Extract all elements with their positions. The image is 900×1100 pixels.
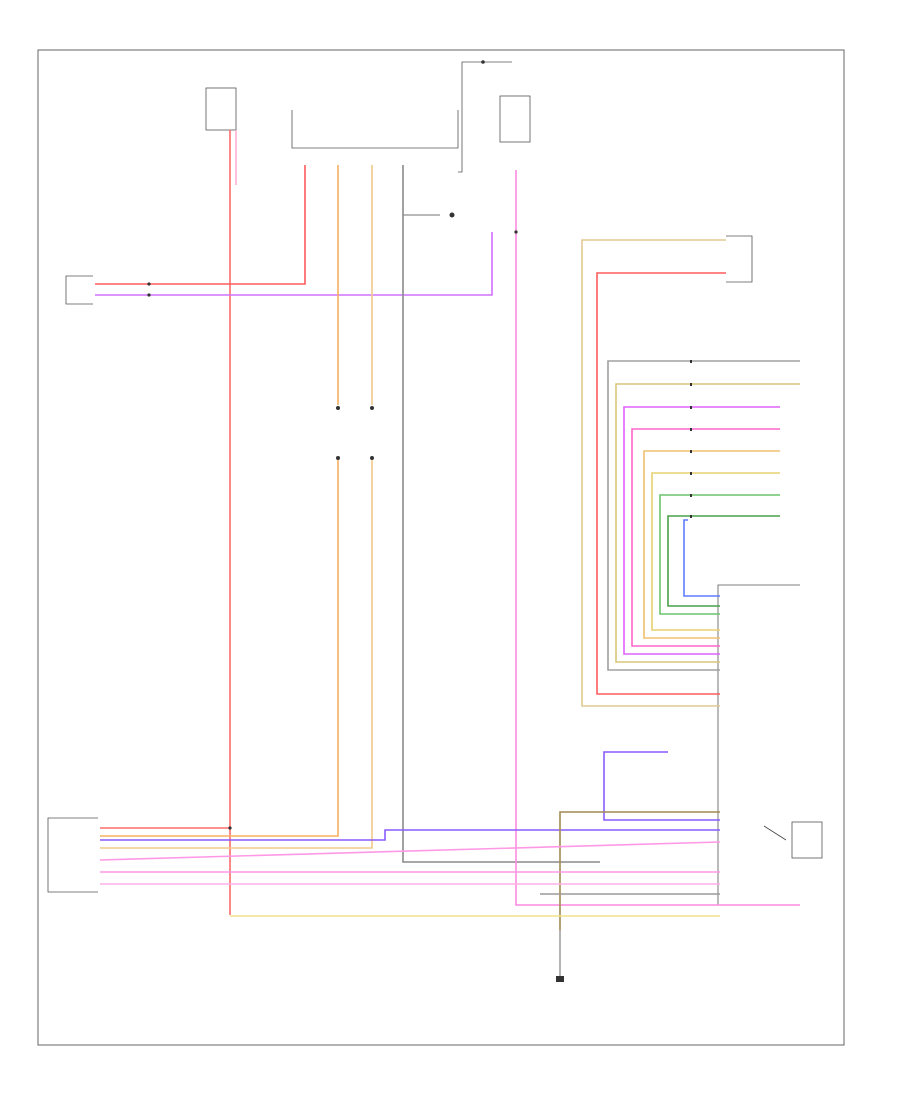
wire-orange-center-lower bbox=[100, 460, 339, 837]
connector-dots bbox=[147, 60, 518, 830]
wire-range-dkgreen bbox=[667, 515, 780, 607]
bottom-left-module-box bbox=[47, 817, 98, 893]
top-control-module-right-box bbox=[458, 61, 512, 173]
left-sensor-box bbox=[65, 275, 93, 305]
wire-red-top-sensor bbox=[596, 272, 726, 695]
wire-red-left-sensor bbox=[95, 165, 306, 285]
wire-grey-center bbox=[402, 165, 600, 863]
fuse-top-right bbox=[499, 95, 531, 143]
wire-range-blue bbox=[683, 519, 720, 597]
fuse-top-left bbox=[205, 87, 237, 131]
wire-range-yellow bbox=[651, 472, 780, 631]
wire-violet-left-sensor bbox=[95, 232, 493, 296]
wire-tan-center-lower bbox=[100, 460, 373, 849]
right-top-sensor-box bbox=[726, 235, 753, 283]
wire-tan-top-sensor bbox=[581, 239, 726, 707]
wire-range-pink bbox=[631, 428, 780, 647]
wire-range-magenta bbox=[623, 406, 780, 655]
range-connector-ticks bbox=[690, 360, 692, 518]
wire-pink-module bbox=[99, 841, 721, 861]
wire-range-grey bbox=[607, 360, 800, 671]
wire-range-olive bbox=[615, 383, 800, 663]
top-control-module-box bbox=[291, 110, 459, 149]
relay-coil-node bbox=[449, 212, 455, 218]
diagram-frame bbox=[37, 49, 845, 1046]
wire-violet-bottom-left bbox=[100, 829, 720, 841]
wire-brown-module bbox=[559, 811, 720, 930]
wire-pink-relay bbox=[515, 170, 800, 906]
wire-violet-module bbox=[603, 751, 720, 821]
wire-range-green bbox=[659, 494, 780, 615]
wire-range-orange bbox=[643, 450, 780, 639]
ground-symbol bbox=[556, 976, 564, 982]
transmission-range-sensor-box bbox=[717, 584, 800, 906]
bottom-right-switch-box bbox=[791, 821, 823, 859]
switch-contact bbox=[763, 825, 787, 841]
